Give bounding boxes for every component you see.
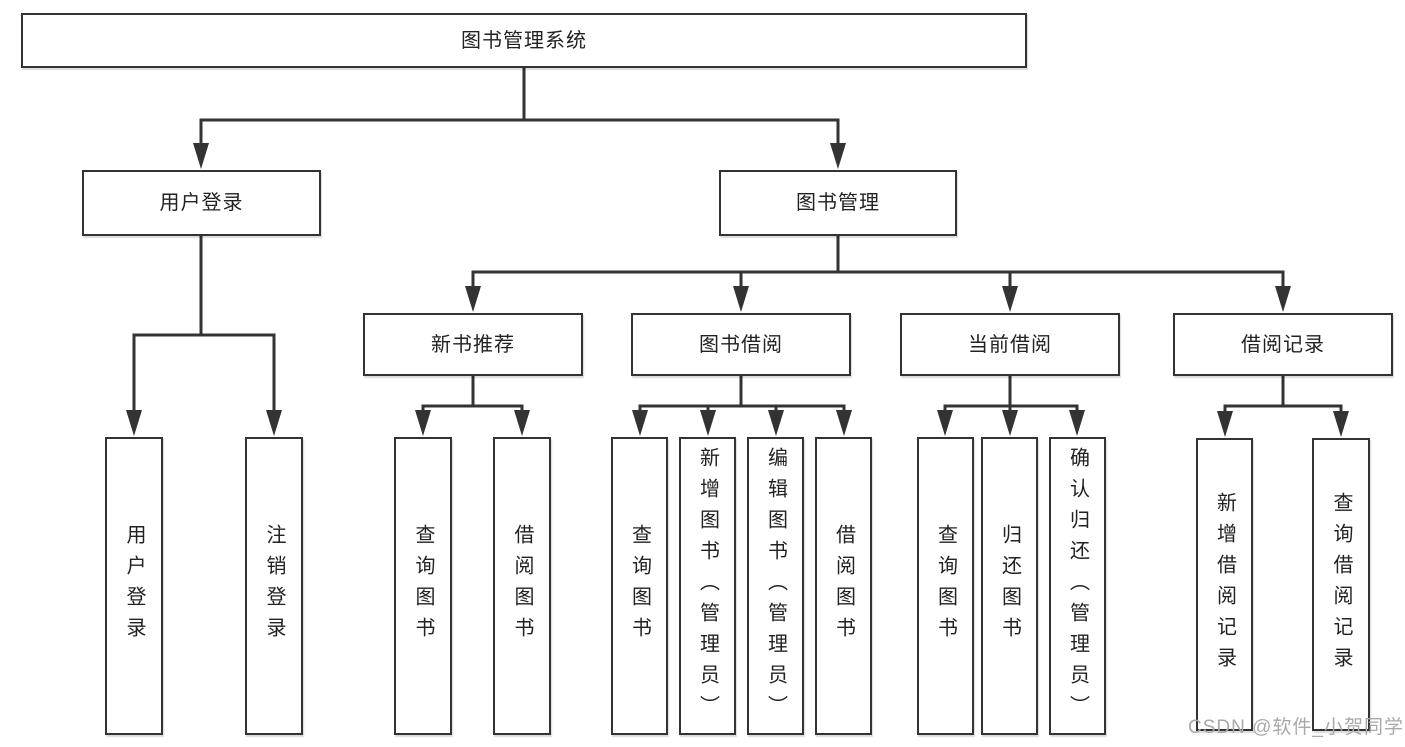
node-label: 用户登录 <box>159 192 244 214</box>
csdn-watermark: CSDN @软件_小贺同学 <box>1188 717 1404 738</box>
node-label: 图书管理 <box>796 192 880 214</box>
leaf-edit-books-admin: 编辑图书（管理员） <box>747 437 804 735</box>
leaf-add-borrow-record: 新增借阅记录 <box>1196 438 1253 731</box>
node-label: 新增借阅记录 <box>1213 491 1236 678</box>
node-label: 归还图书 <box>998 524 1021 648</box>
node-label: 注销登录 <box>263 524 285 648</box>
leaf-query-borrow-record: 查询借阅记录 <box>1312 438 1370 731</box>
node-label: 新书推荐 <box>431 333 515 356</box>
node-label: 借阅记录 <box>1241 333 1325 356</box>
leaf-return-books: 归还图书 <box>981 437 1038 735</box>
node-label: 当前借阅 <box>968 333 1052 356</box>
node-borrowing-records: 借阅记录 <box>1173 313 1393 376</box>
leaf-borrow-books-recommend: 借阅图书 <box>493 437 551 735</box>
node-label: 借阅图书 <box>832 524 855 648</box>
node-label: 查询借阅记录 <box>1330 491 1352 678</box>
node-current-borrowing: 当前借阅 <box>900 313 1120 376</box>
leaf-query-books-current: 查询图书 <box>917 437 974 735</box>
node-label: 图书管理系统 <box>461 29 587 52</box>
leaf-borrow-books: 借阅图书 <box>815 437 872 735</box>
node-label: 编辑图书（管理员） <box>764 446 787 726</box>
connector-stems-and-bars <box>132 66 1343 421</box>
node-label: 借阅图书 <box>511 524 533 648</box>
node-book-management: 图书管理 <box>719 170 957 236</box>
node-label: 图书借阅 <box>699 333 783 356</box>
leaf-confirm-return-admin: 确认归还（管理员） <box>1049 437 1106 735</box>
node-label: 确认归还（管理员） <box>1066 446 1089 726</box>
leaf-logout: 注销登录 <box>245 437 303 735</box>
node-label: 查询图书 <box>412 524 434 648</box>
leaf-query-books-borrow: 查询图书 <box>611 437 668 735</box>
node-label: 查询图书 <box>934 524 957 648</box>
node-user-login: 用户登录 <box>82 170 321 236</box>
node-label: 用户登录 <box>123 524 145 648</box>
node-label: 查询图书 <box>628 524 651 648</box>
leaf-add-books-admin: 新增图书（管理员） <box>679 437 736 735</box>
node-new-book-recommendation: 新书推荐 <box>363 313 583 376</box>
leaf-query-books-recommend: 查询图书 <box>394 437 452 735</box>
node-system-root: 图书管理系统 <box>21 13 1027 68</box>
node-book-borrowing: 图书借阅 <box>631 313 851 376</box>
leaf-user-login: 用户登录 <box>105 437 163 735</box>
arrowhead-icons <box>126 143 1349 437</box>
node-label: 新增图书（管理员） <box>696 446 719 726</box>
